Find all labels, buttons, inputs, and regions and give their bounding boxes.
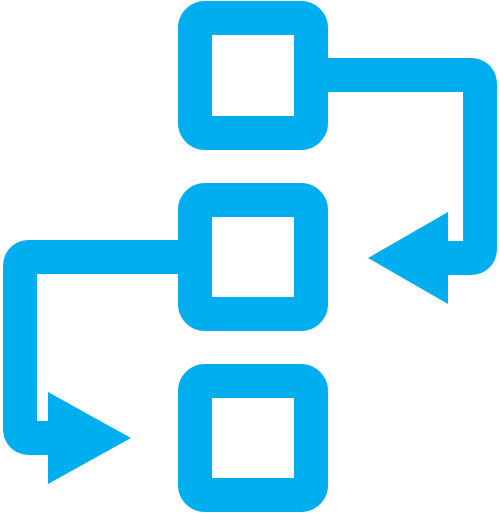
right-return-arrow-icon xyxy=(368,212,448,304)
right-connector-line xyxy=(294,58,497,275)
left-connector-line xyxy=(3,240,212,455)
middle-box xyxy=(178,183,328,331)
left-return-arrow-icon xyxy=(48,392,131,484)
top-box xyxy=(178,1,328,150)
bottom-box xyxy=(178,364,328,512)
